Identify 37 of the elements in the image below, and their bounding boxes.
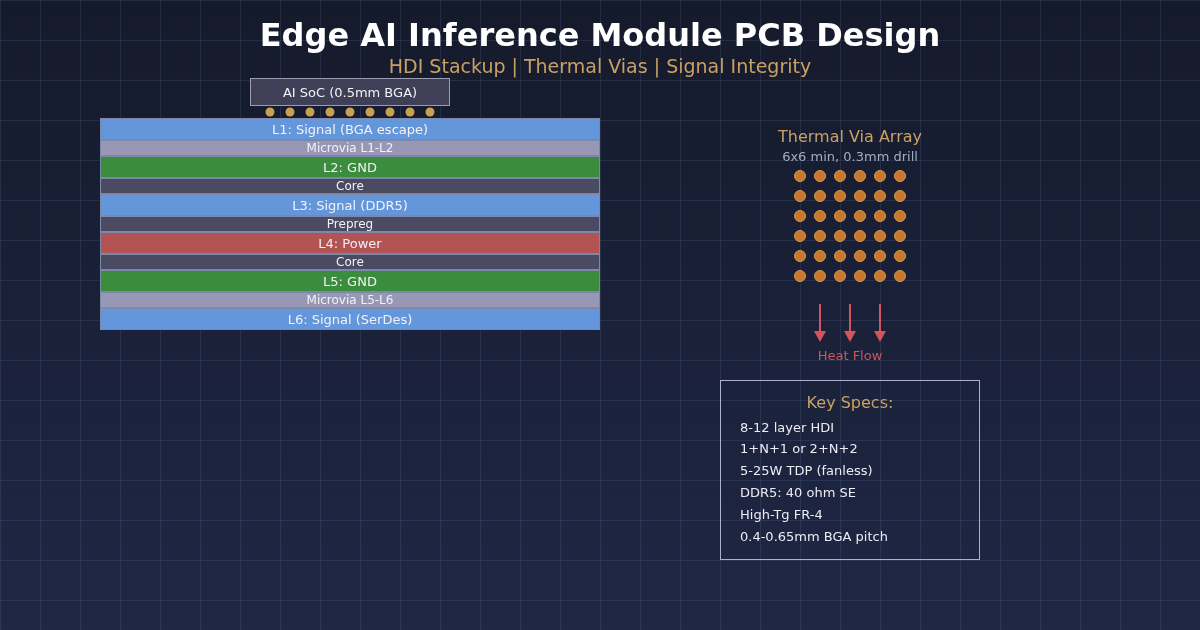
copper-layer: [100, 194, 600, 216]
layer-label: Prepreg: [326, 218, 374, 230]
subtitle: HDI Stackup | Thermal Vias | Signal Integrity: [388, 56, 812, 78]
dielectric-layer: [100, 216, 600, 232]
copper-layer: [100, 270, 600, 292]
specs-panel: [720, 380, 980, 560]
layer-label: L1: Signal (BGA escape): [271, 122, 429, 136]
dielectric-layer: [100, 254, 600, 270]
spec-line: 5-25W TDP (fanless): [740, 464, 873, 479]
microvia-layer: [100, 292, 600, 308]
layer-label: L4: Power: [318, 236, 382, 250]
section-heading: Thermal Via Array: [778, 128, 922, 147]
copper-layer: [100, 118, 600, 140]
diagram-title: Edge AI Inference Module PCB Design: [259, 18, 941, 54]
copper-layer: [100, 308, 600, 330]
copper-layer: [100, 156, 600, 178]
spec-line: 0.4-0.65mm BGA pitch: [740, 530, 888, 545]
spec-line: DDR5: 40 ohm SE: [740, 486, 856, 501]
layer-label: Core: [336, 180, 364, 192]
panel-heading: Key Specs:: [806, 394, 894, 413]
chip-label: AI SoC (0.5mm BGA): [282, 85, 418, 99]
layer-label: Microvia L5-L6: [306, 294, 394, 306]
spec-line: 8-12 layer HDI: [740, 421, 834, 436]
layer-label: L3: Signal (DDR5): [292, 198, 408, 212]
microvia-layer: [100, 140, 600, 156]
annotation-text: Heat Flow: [817, 349, 883, 364]
spec-line: 1+N+1 or 2+N+2: [740, 442, 858, 457]
layer-label: L2: GND: [323, 160, 377, 174]
chip-package: [250, 78, 450, 106]
layer-label: L6: Signal (SerDes): [287, 312, 413, 326]
annotation-text: 6x6 min, 0.3mm drill: [782, 150, 918, 165]
layer-label: Microvia L1-L2: [306, 142, 394, 154]
copper-layer: [100, 232, 600, 254]
dielectric-layer: [100, 178, 600, 194]
layer-label: L5: GND: [323, 274, 377, 288]
layer-label: Core: [336, 256, 364, 268]
spec-line: High-Tg FR-4: [740, 508, 823, 523]
